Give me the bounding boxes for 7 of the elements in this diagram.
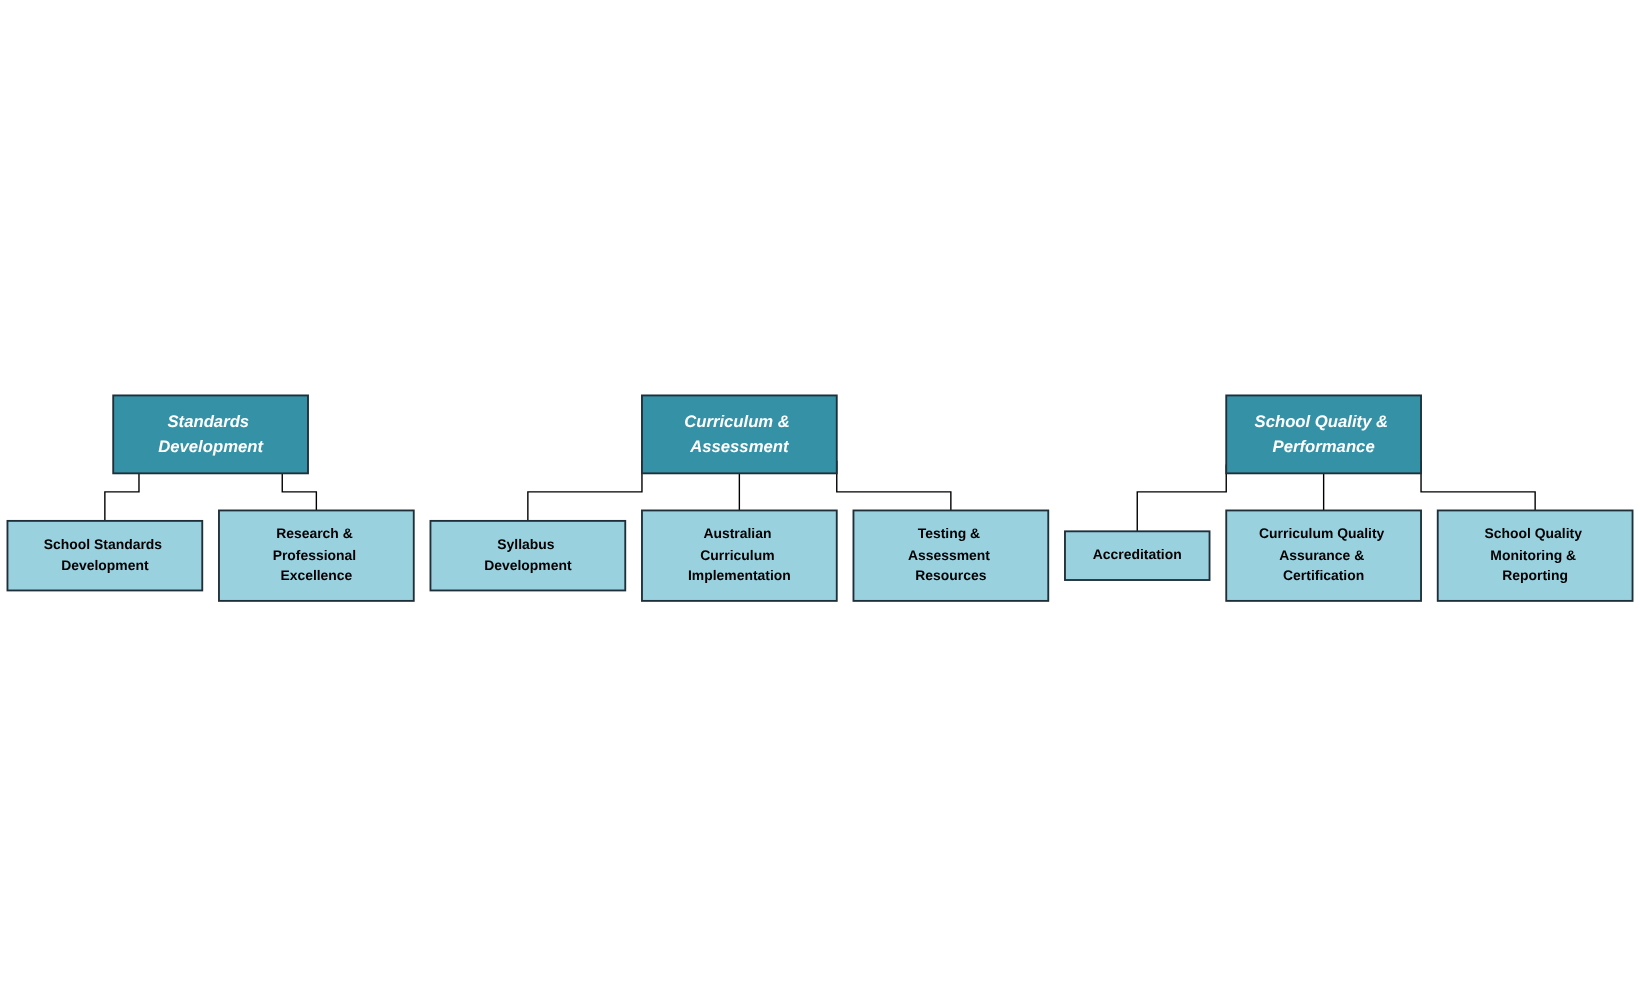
connector [104,472,140,522]
node-box: Standards Development [112,394,309,475]
connector [738,472,741,511]
node-box: School Quality & Performance [1225,394,1422,475]
connector [1322,472,1325,511]
connector [281,472,318,511]
node-box: Curriculum & Assessment [641,394,838,475]
